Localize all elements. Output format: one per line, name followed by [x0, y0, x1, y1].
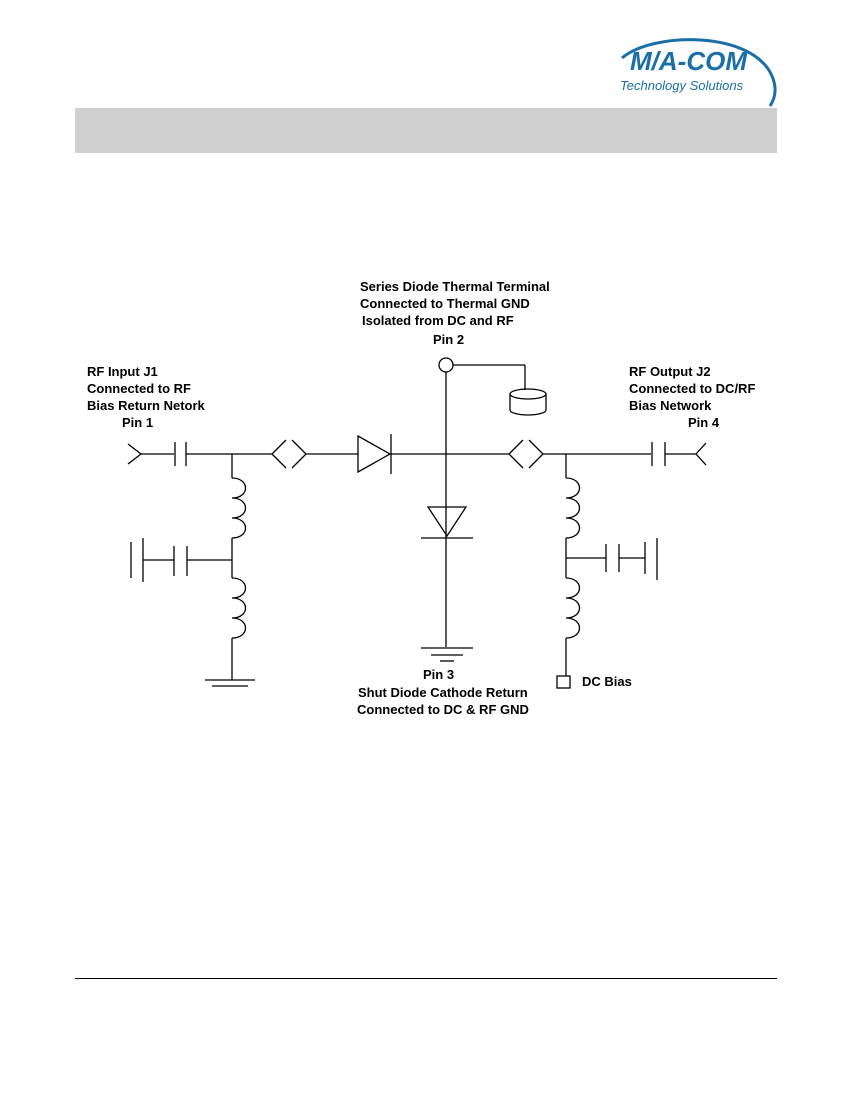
left-inductor-1: [231, 477, 247, 539]
logo-wordmark: M/A-COM: [630, 46, 748, 76]
pin1-label: Pin 1: [122, 415, 153, 430]
footer-rule: [75, 978, 777, 979]
rf-input-connector: [127, 443, 143, 465]
logo-swoosh: [621, 38, 777, 107]
dc-bias-terminal: [556, 675, 571, 689]
shunt-label-line2: Connected to DC & RF GND: [357, 702, 529, 717]
pin2-terminal: [438, 357, 454, 373]
rf-output-connector: [695, 442, 707, 466]
shunt-label-line1: Shut Diode Cathode Return: [358, 685, 528, 700]
logo-tagline: Technology Solutions: [620, 78, 744, 93]
input-label-line3: Bias Return Netork: [87, 398, 206, 413]
left-inductor-2: [231, 577, 247, 639]
output-label-line3: Bias Network: [629, 398, 712, 413]
pin2-label: Pin 2: [433, 332, 464, 347]
input-label-line2: Connected to RF: [87, 381, 191, 396]
shunt-ground-icon: [421, 647, 473, 662]
left-ground-icon: [205, 679, 255, 687]
thermal-label-line2: Connected to Thermal GND: [360, 296, 530, 311]
shunt-diode: [426, 506, 468, 538]
thermal-ground-icon: [509, 388, 547, 416]
series-diode: [357, 434, 392, 474]
right-inductor-1: [565, 477, 581, 539]
right-inductor-2: [565, 577, 581, 639]
pin4-label: Pin 4: [688, 415, 720, 430]
pin3-label: Pin 3: [423, 667, 454, 682]
macom-logo: M/A-COM Technology Solutions: [620, 38, 777, 107]
thermal-label-line3: Isolated from DC and RF: [362, 313, 514, 328]
section-title-band: [75, 108, 777, 153]
dc-bias-label: DC Bias: [582, 674, 632, 689]
output-label-line1: RF Output J2: [629, 364, 711, 379]
output-label-line2: Connected to DC/RF: [629, 381, 755, 396]
input-label-line1: RF Input J1: [87, 364, 158, 379]
output-line-element: [508, 439, 544, 469]
thermal-label-line1: Series Diode Thermal Terminal: [360, 279, 550, 294]
input-line-element: [271, 439, 307, 469]
